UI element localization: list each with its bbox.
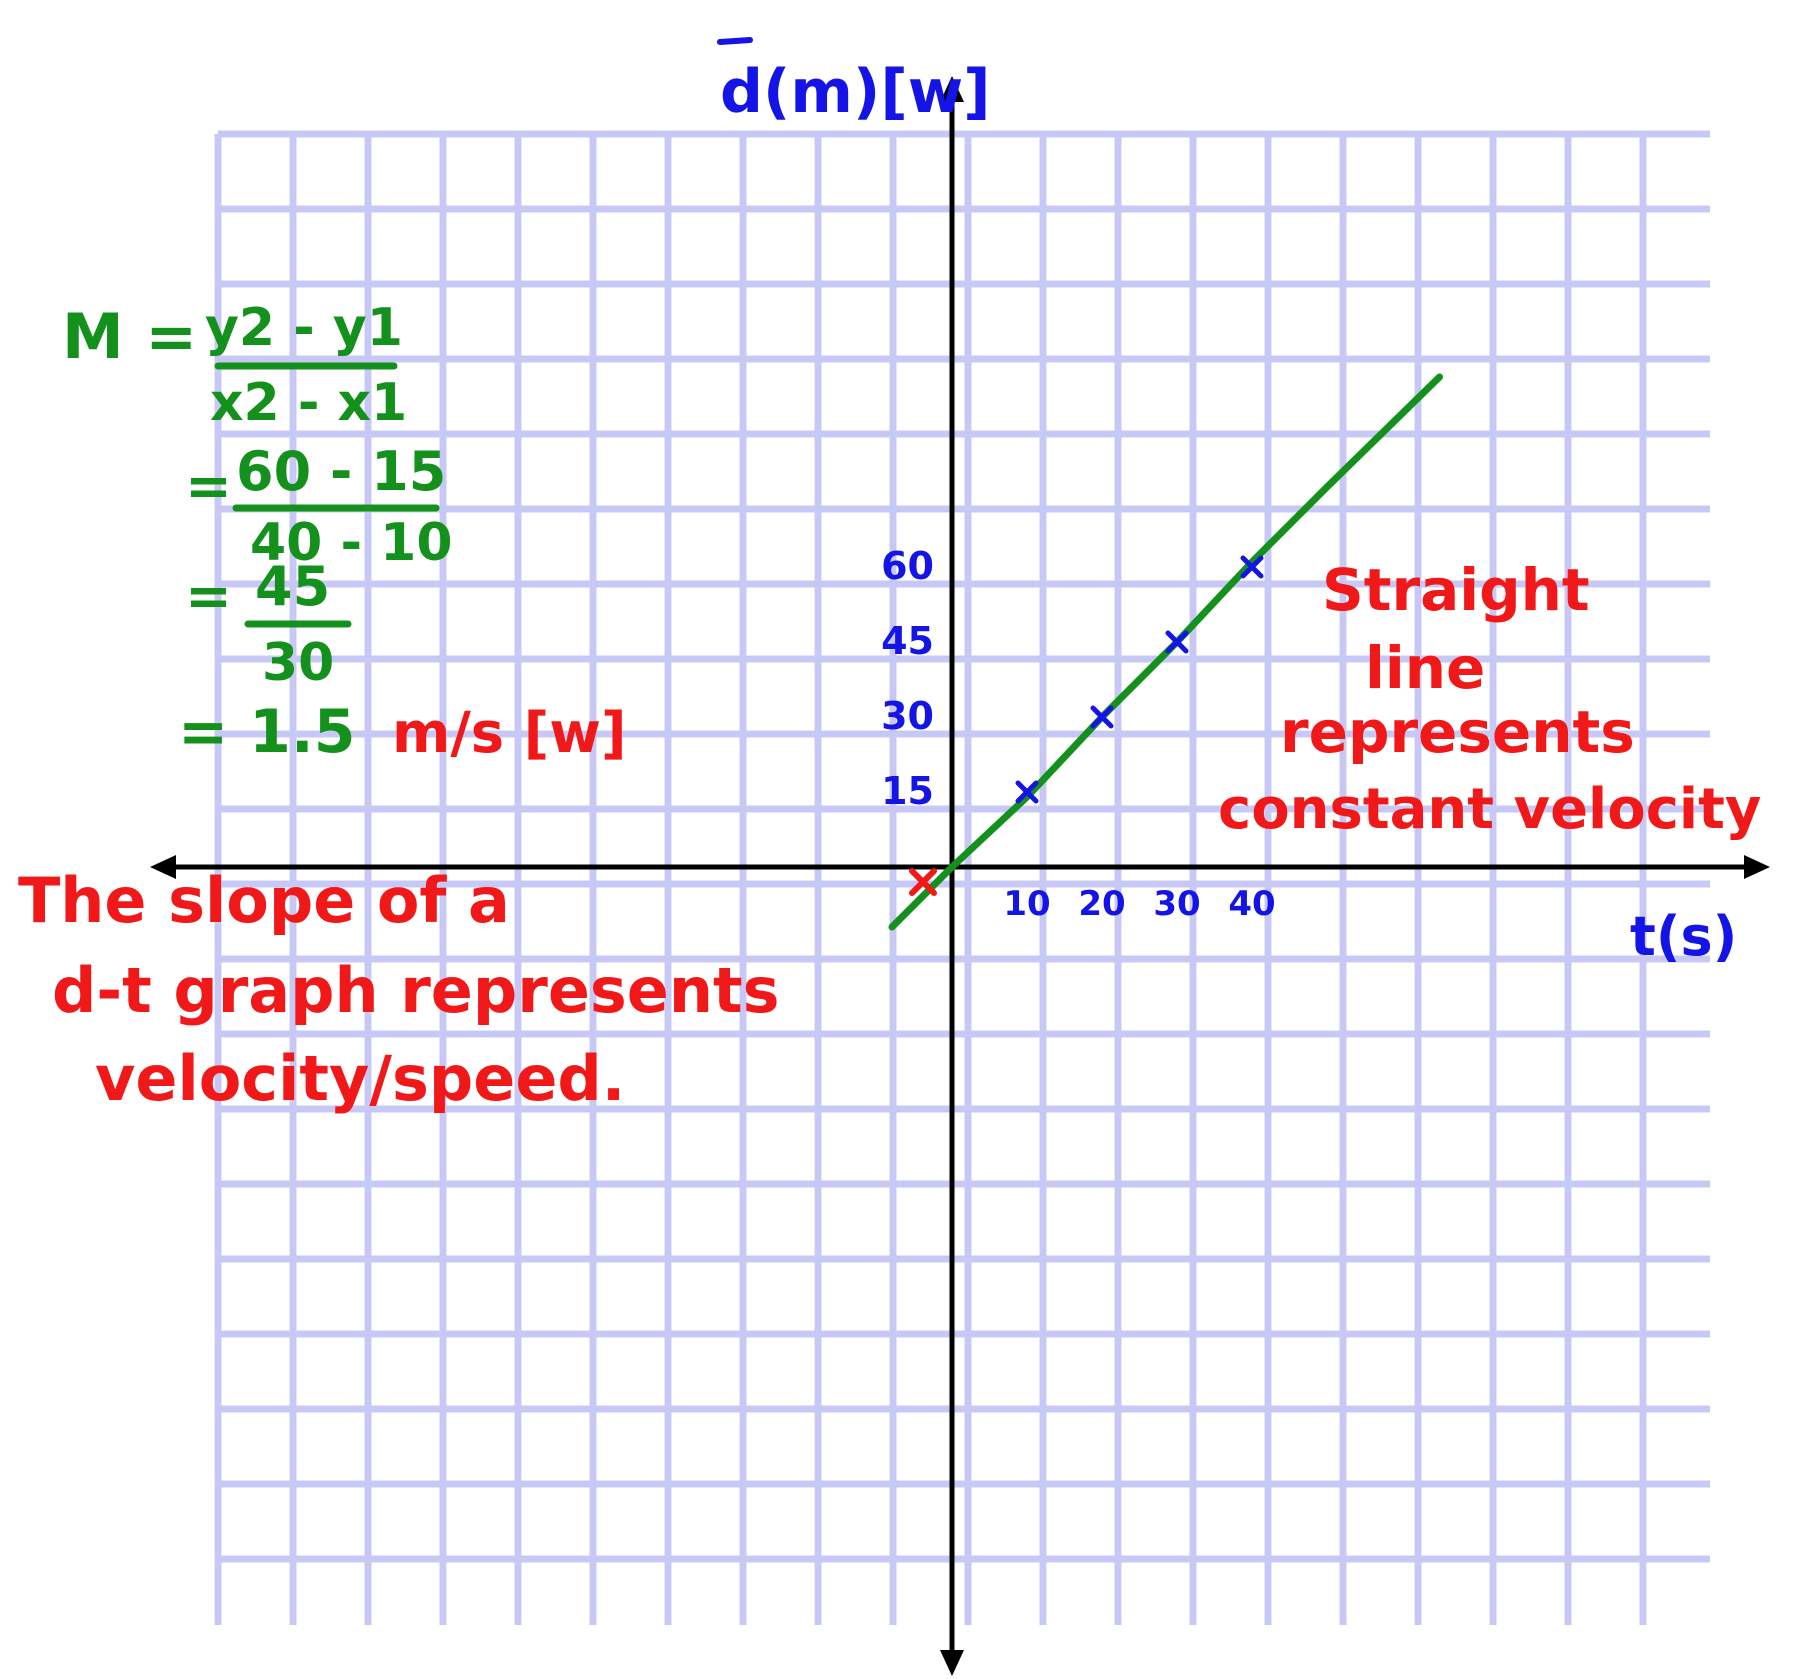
step3-denominator: 30 bbox=[262, 633, 334, 693]
series-line bbox=[888, 373, 1443, 931]
slope-units: m/s [w] bbox=[392, 701, 627, 766]
x-tick-label: 20 bbox=[1078, 884, 1125, 924]
note-line-2: line bbox=[1365, 634, 1485, 702]
y-tick-label: 15 bbox=[881, 769, 934, 813]
slope-result: = 1.5 bbox=[178, 697, 355, 767]
x-axis-arrow-right bbox=[1744, 855, 1770, 879]
note-line-3: represents bbox=[1280, 698, 1635, 766]
equals-sign-2: = bbox=[185, 564, 232, 629]
y-tick-label: 30 bbox=[881, 694, 934, 738]
y-axis-arrow-down bbox=[940, 1650, 964, 1676]
x-axis-arrow-left bbox=[150, 855, 176, 879]
y-axis-label: d(m)[w] bbox=[720, 57, 991, 127]
data-point-stroke bbox=[1240, 555, 1264, 579]
series bbox=[888, 373, 1443, 931]
data-points bbox=[909, 555, 1264, 896]
y-axis-arrow-up bbox=[940, 76, 964, 102]
slope-note-line-3: velocity/speed. bbox=[95, 1042, 625, 1115]
data-point bbox=[1240, 555, 1264, 579]
data-point bbox=[1165, 630, 1189, 654]
slope-denominator: x2 - x1 bbox=[210, 373, 407, 433]
data-point-stroke bbox=[1165, 630, 1189, 654]
grid bbox=[214, 130, 1710, 1625]
slope-calculation: M = y2 - y1 x2 - x1 = 60 - 15 40 - 10 = … bbox=[62, 298, 627, 767]
data-point-stroke bbox=[1015, 780, 1039, 804]
vector-bar bbox=[717, 37, 753, 45]
origin-mark bbox=[909, 868, 937, 896]
step2-numerator: 60 - 15 bbox=[236, 440, 446, 503]
note-line-4: constant velocity bbox=[1218, 777, 1761, 842]
note-line-1: Straight bbox=[1322, 556, 1590, 624]
data-point-stroke bbox=[1090, 705, 1114, 729]
slope-symbol: M = bbox=[62, 300, 197, 373]
step2-denominator: 40 - 10 bbox=[250, 513, 453, 573]
x-axis-label: t(s) bbox=[1630, 905, 1737, 968]
x-tick-label: 30 bbox=[1153, 884, 1200, 924]
tick-labels: 10 20 30 40 15 30 45 60 bbox=[881, 544, 1276, 924]
slope-note-line-2: d-t graph represents bbox=[52, 954, 780, 1027]
origin-mark-stroke bbox=[909, 868, 937, 896]
step3-numerator: 45 bbox=[255, 555, 330, 618]
slope-numerator: y2 - y1 bbox=[205, 298, 403, 358]
y-tick-label: 45 bbox=[881, 619, 934, 663]
equals-sign-1: = bbox=[185, 454, 232, 519]
data-point bbox=[1015, 780, 1039, 804]
y-tick-label: 60 bbox=[881, 544, 934, 588]
x-tick-label: 10 bbox=[1003, 884, 1050, 924]
axes bbox=[150, 37, 1770, 1676]
slope-meaning-note: The slope of a d-t graph represents velo… bbox=[18, 864, 780, 1115]
constant-velocity-note: Straight line represents constant veloci… bbox=[1218, 556, 1761, 842]
x-tick-label: 40 bbox=[1228, 884, 1275, 924]
slope-note-line-1: The slope of a bbox=[18, 864, 510, 937]
data-point bbox=[1090, 705, 1114, 729]
